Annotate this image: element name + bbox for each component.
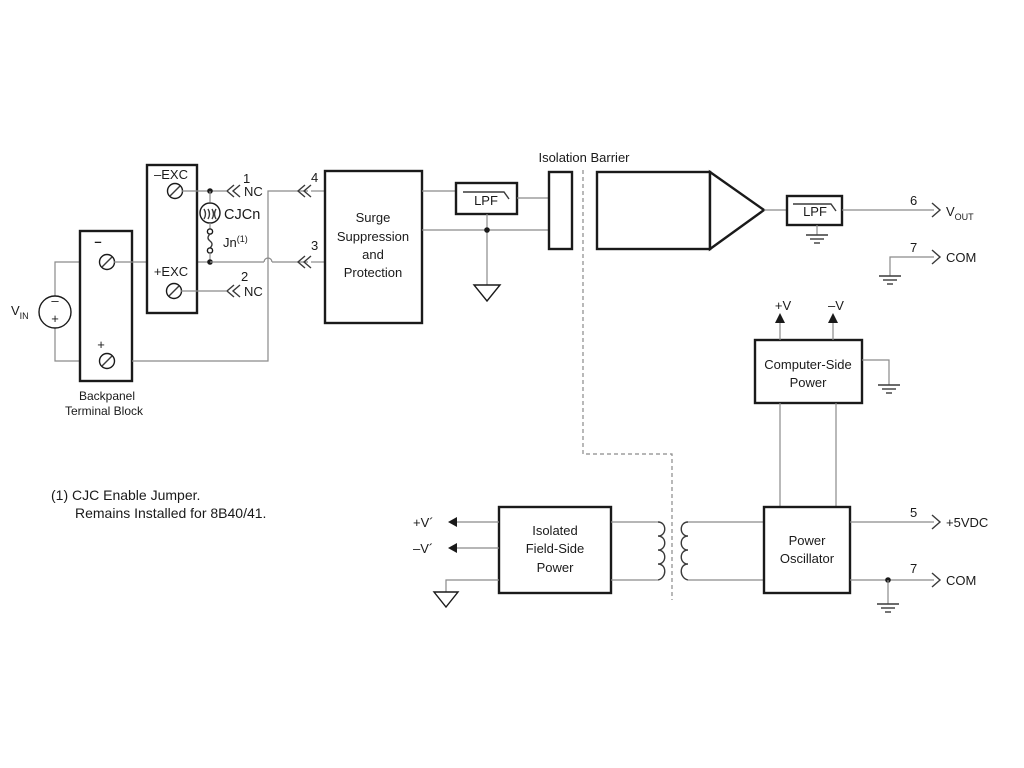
- arrow-left-icon: [448, 517, 457, 527]
- footnote-line2: Remains Installed for 8B40/41.: [75, 505, 266, 521]
- arrow-up-icon: [775, 313, 785, 323]
- pin-2-nc-label: NC: [244, 284, 263, 299]
- screw-slot-icon: [101, 256, 113, 268]
- ground-icon: [432, 591, 460, 609]
- pin-2-nc-connector: 2 NC: [181, 269, 263, 299]
- pin-1-nc-label: NC: [244, 184, 263, 199]
- supply-5vdc-label: +5VDC: [946, 515, 988, 530]
- screw-slot-icon: [168, 285, 180, 297]
- input-lpf: LPF: [422, 181, 549, 303]
- isolation-transformer-icon: [655, 521, 764, 581]
- input-voltage-source: – + VIN: [11, 261, 80, 362]
- computer-side-power-block: Computer-Side Power +V –V: [753, 298, 900, 507]
- arrow-up-icon: [828, 313, 838, 323]
- field-power-line3: Power: [537, 560, 575, 575]
- jumper-label: Jn(1): [223, 234, 248, 250]
- output-lpf: LPF 6 VOUT: [785, 193, 974, 244]
- surge-line4: Protection: [344, 265, 403, 280]
- surge-line1: Surge: [356, 210, 391, 225]
- footnote: (1) CJC Enable Jumper. Remains Installed…: [51, 487, 266, 521]
- pin-7-number-output: 7: [910, 240, 917, 255]
- field-vneg-label: –V´: [413, 541, 433, 556]
- field-side-power-block: Isolated Field-Side Power +V´ –V´: [413, 505, 655, 609]
- output-amplifier: [595, 169, 787, 252]
- jumper-pin-icon: [206, 228, 214, 235]
- pin-2-number: 2: [241, 269, 248, 284]
- field-vpos-label: +V´: [413, 515, 434, 530]
- field-power-line2: Field-Side: [526, 541, 585, 556]
- arrow-left-icon: [448, 543, 457, 553]
- pin-5-number: 5: [910, 505, 917, 520]
- oscillator-line1: Power: [789, 533, 827, 548]
- cjc-sensor: CJCn Jn(1): [199, 191, 260, 265]
- pin-1-nc-connector: 1 NC: [182, 171, 263, 199]
- cjc-label: CJCn: [224, 207, 260, 223]
- output-com: 7 COM: [879, 240, 976, 285]
- backpanel-terminal-block: – + Backpanel Terminal Block: [65, 229, 210, 418]
- pin-1-number: 1: [243, 171, 250, 186]
- power-com-label: COM: [946, 573, 976, 588]
- pin-6-number: 6: [910, 193, 917, 208]
- footnote-line1: (1) CJC Enable Jumper.: [51, 487, 200, 503]
- isolation-barrier: Isolation Barrier: [538, 150, 673, 600]
- surge-line3: and: [362, 247, 384, 262]
- output-com-label: COM: [946, 250, 976, 265]
- vout-label: VOUT: [946, 204, 974, 222]
- terminal-minus-sign: –: [94, 234, 101, 249]
- terminal-plus-sign: +: [97, 337, 105, 352]
- oscillator-line2: Oscillator: [780, 551, 835, 566]
- jumper-pin-icon: [206, 247, 214, 254]
- surge-line2: Suppression: [337, 229, 409, 244]
- computer-vneg-label: –V: [828, 298, 844, 313]
- pin-4-number: 4: [311, 170, 318, 185]
- input-lpf-label: LPF: [474, 193, 498, 208]
- terminal-block-caption-line2: Terminal Block: [65, 404, 144, 418]
- power-oscillator-block: Power Oscillator 5 +5VDC 7 COM: [762, 505, 988, 613]
- pin-7-number-power: 7: [910, 561, 917, 576]
- jumper-icon: [207, 233, 213, 249]
- excitation-terminal-block: –EXC +EXC: [145, 163, 199, 315]
- screw-slot-icon: [169, 185, 181, 197]
- screw-slot-icon: [101, 355, 113, 367]
- terminal-block-caption-line1: Backpanel: [79, 389, 135, 403]
- surge-suppression-block: Surge Suppression and Protection: [323, 169, 424, 325]
- isolation-barrier-label: Isolation Barrier: [538, 150, 630, 165]
- exc-positive-label: +EXC: [154, 264, 188, 279]
- exc-negative-label: –EXC: [154, 167, 188, 182]
- ground-icon: [472, 284, 502, 303]
- pin-3-number: 3: [311, 238, 318, 253]
- field-power-line1: Isolated: [532, 523, 578, 538]
- source-plus-sign: +: [51, 311, 59, 326]
- output-lpf-label: LPF: [803, 204, 827, 219]
- computer-vpos-label: +V: [775, 298, 792, 313]
- input-routing: 4 3: [132, 170, 325, 362]
- computer-power-line1: Computer-Side: [764, 357, 851, 372]
- vin-label: VIN: [11, 303, 29, 321]
- computer-power-line2: Power: [790, 375, 828, 390]
- source-minus-sign: –: [51, 293, 59, 308]
